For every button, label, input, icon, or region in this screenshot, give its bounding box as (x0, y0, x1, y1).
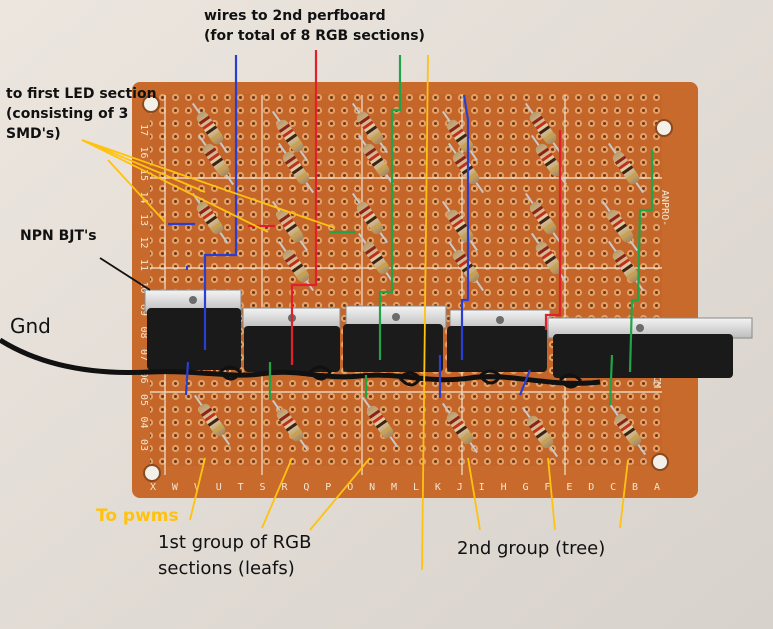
pcb-row-number: 06 (138, 372, 149, 384)
annotation-npn: NPN BJT's (20, 228, 97, 244)
resistor (607, 240, 645, 292)
pcb-size: 7CM (651, 370, 662, 388)
resistor (441, 110, 479, 162)
resistor (609, 404, 647, 456)
resistor (521, 406, 559, 458)
pcb-row-number: 03 (138, 439, 149, 451)
transistor (343, 324, 443, 372)
resistor (271, 110, 309, 162)
pcb-row-number: 09 (138, 304, 149, 316)
resistor (191, 102, 229, 154)
annotation-group2: 2nd group (tree) (457, 538, 606, 559)
lower-resistors (193, 394, 647, 458)
pcb-row-number: 07 (138, 349, 149, 361)
annotation-to-pwms: To pwms (96, 506, 179, 526)
resistor (351, 192, 389, 244)
resistor (191, 192, 229, 244)
pcb-row-number: 16 (138, 147, 149, 159)
colored-wires (168, 50, 654, 406)
resistor (277, 142, 315, 194)
ground-wire (0, 337, 601, 386)
pcb-row-number: 12 (138, 237, 149, 249)
resistor (524, 192, 562, 244)
mount-hole (651, 453, 669, 471)
pcb-row-number: 05 (138, 394, 149, 406)
resistor (357, 134, 395, 186)
resistor (357, 232, 395, 284)
annotation-lines (81, 54, 629, 571)
perfboard-holes (150, 94, 662, 466)
transistor (147, 308, 241, 370)
resistor (607, 142, 645, 194)
annotation-wires-line2: (for total of 8 RGB sections) (204, 28, 425, 44)
resistor (193, 394, 231, 446)
resistor (271, 399, 309, 451)
annotation-wires-line1: wires to 2nd perfboard (204, 8, 386, 24)
transistor (447, 326, 547, 372)
annotation-first-led-line2: (consisting of 3 (6, 106, 129, 122)
pcb-row-number: 15 (138, 169, 149, 181)
pcb-row-number: 13 (138, 214, 149, 226)
mount-hole (142, 95, 160, 113)
mount-hole (143, 464, 161, 482)
resistor (197, 134, 235, 186)
annotation-group1-line2: sections (leafs) (158, 558, 295, 579)
resistor (361, 396, 399, 448)
resistor (447, 240, 485, 292)
pcb-row-number: 10 (138, 282, 149, 294)
annotation-first-led-line3: SMD's) (6, 126, 61, 142)
annotation-first-led-line1: to first LED section (6, 86, 157, 102)
upper-resistors (191, 102, 645, 292)
resistor (447, 142, 485, 194)
resistor (601, 200, 639, 252)
pcb-brand: ANPRO- (659, 190, 670, 226)
npn-pointer-line (99, 257, 151, 291)
pcb-row-number: 17 (138, 124, 149, 136)
ground-wire-loops (218, 365, 582, 389)
pcb-row-number: 04 (138, 417, 149, 429)
resistor (351, 102, 389, 154)
annotation-gnd: Gnd (10, 314, 51, 338)
annotation-group1-line1: 1st group of RGB (158, 532, 312, 553)
pcb-row-number: 08 (138, 327, 149, 339)
resistor (441, 402, 479, 454)
resistor (277, 240, 315, 292)
resistor (524, 102, 562, 154)
resistor (271, 200, 309, 252)
transistor (553, 334, 733, 378)
pcb-row-number: 11 (138, 259, 149, 271)
mount-hole (655, 119, 673, 137)
